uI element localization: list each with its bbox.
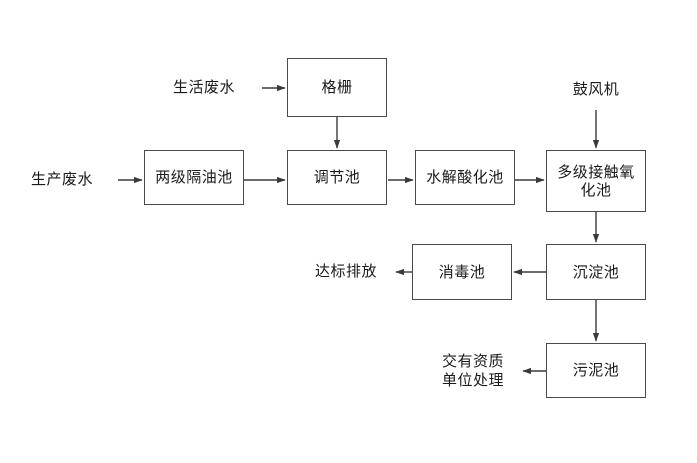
- label-gufengji: 鼓风机: [572, 80, 620, 99]
- node-gezha-label: 格栅: [321, 78, 353, 97]
- node-wunichi-label: 污泥池: [572, 361, 620, 380]
- label-dabiao-paifang: 达标排放: [314, 262, 377, 281]
- node-duoji-jiechu-yanghuachi-label: 多级接触氧 化池: [557, 162, 635, 199]
- label-jiao-youzizhi-danwei-chuli: 交有资质 单位处理: [441, 351, 504, 390]
- node-duoji-jiechu-yanghuachi[interactable]: 多级接触氧 化池: [546, 150, 646, 212]
- node-chendianchi[interactable]: 沉淀池: [546, 244, 646, 300]
- node-xiaoduchi[interactable]: 消毒池: [412, 244, 512, 300]
- node-wunichi[interactable]: 污泥池: [546, 343, 646, 398]
- label-shengchan-feishui: 生产废水: [30, 170, 93, 189]
- node-liangji-geyouchi[interactable]: 两级隔油池: [144, 150, 244, 205]
- node-xiaoduchi-label: 消毒池: [438, 262, 486, 281]
- node-shuijie-suanhuachi[interactable]: 水解酸化池: [415, 150, 515, 205]
- node-gezha[interactable]: 格栅: [287, 58, 387, 117]
- node-chendianchi-label: 沉淀池: [572, 262, 620, 281]
- node-tiaojiechi[interactable]: 调节池: [287, 150, 387, 205]
- label-shenghuo-feishui: 生活废水: [172, 78, 235, 97]
- node-tiaojiechi-label: 调节池: [313, 168, 361, 187]
- node-shuijie-suanhuachi-label: 水解酸化池: [426, 168, 504, 187]
- node-liangji-geyouchi-label: 两级隔油池: [155, 168, 233, 187]
